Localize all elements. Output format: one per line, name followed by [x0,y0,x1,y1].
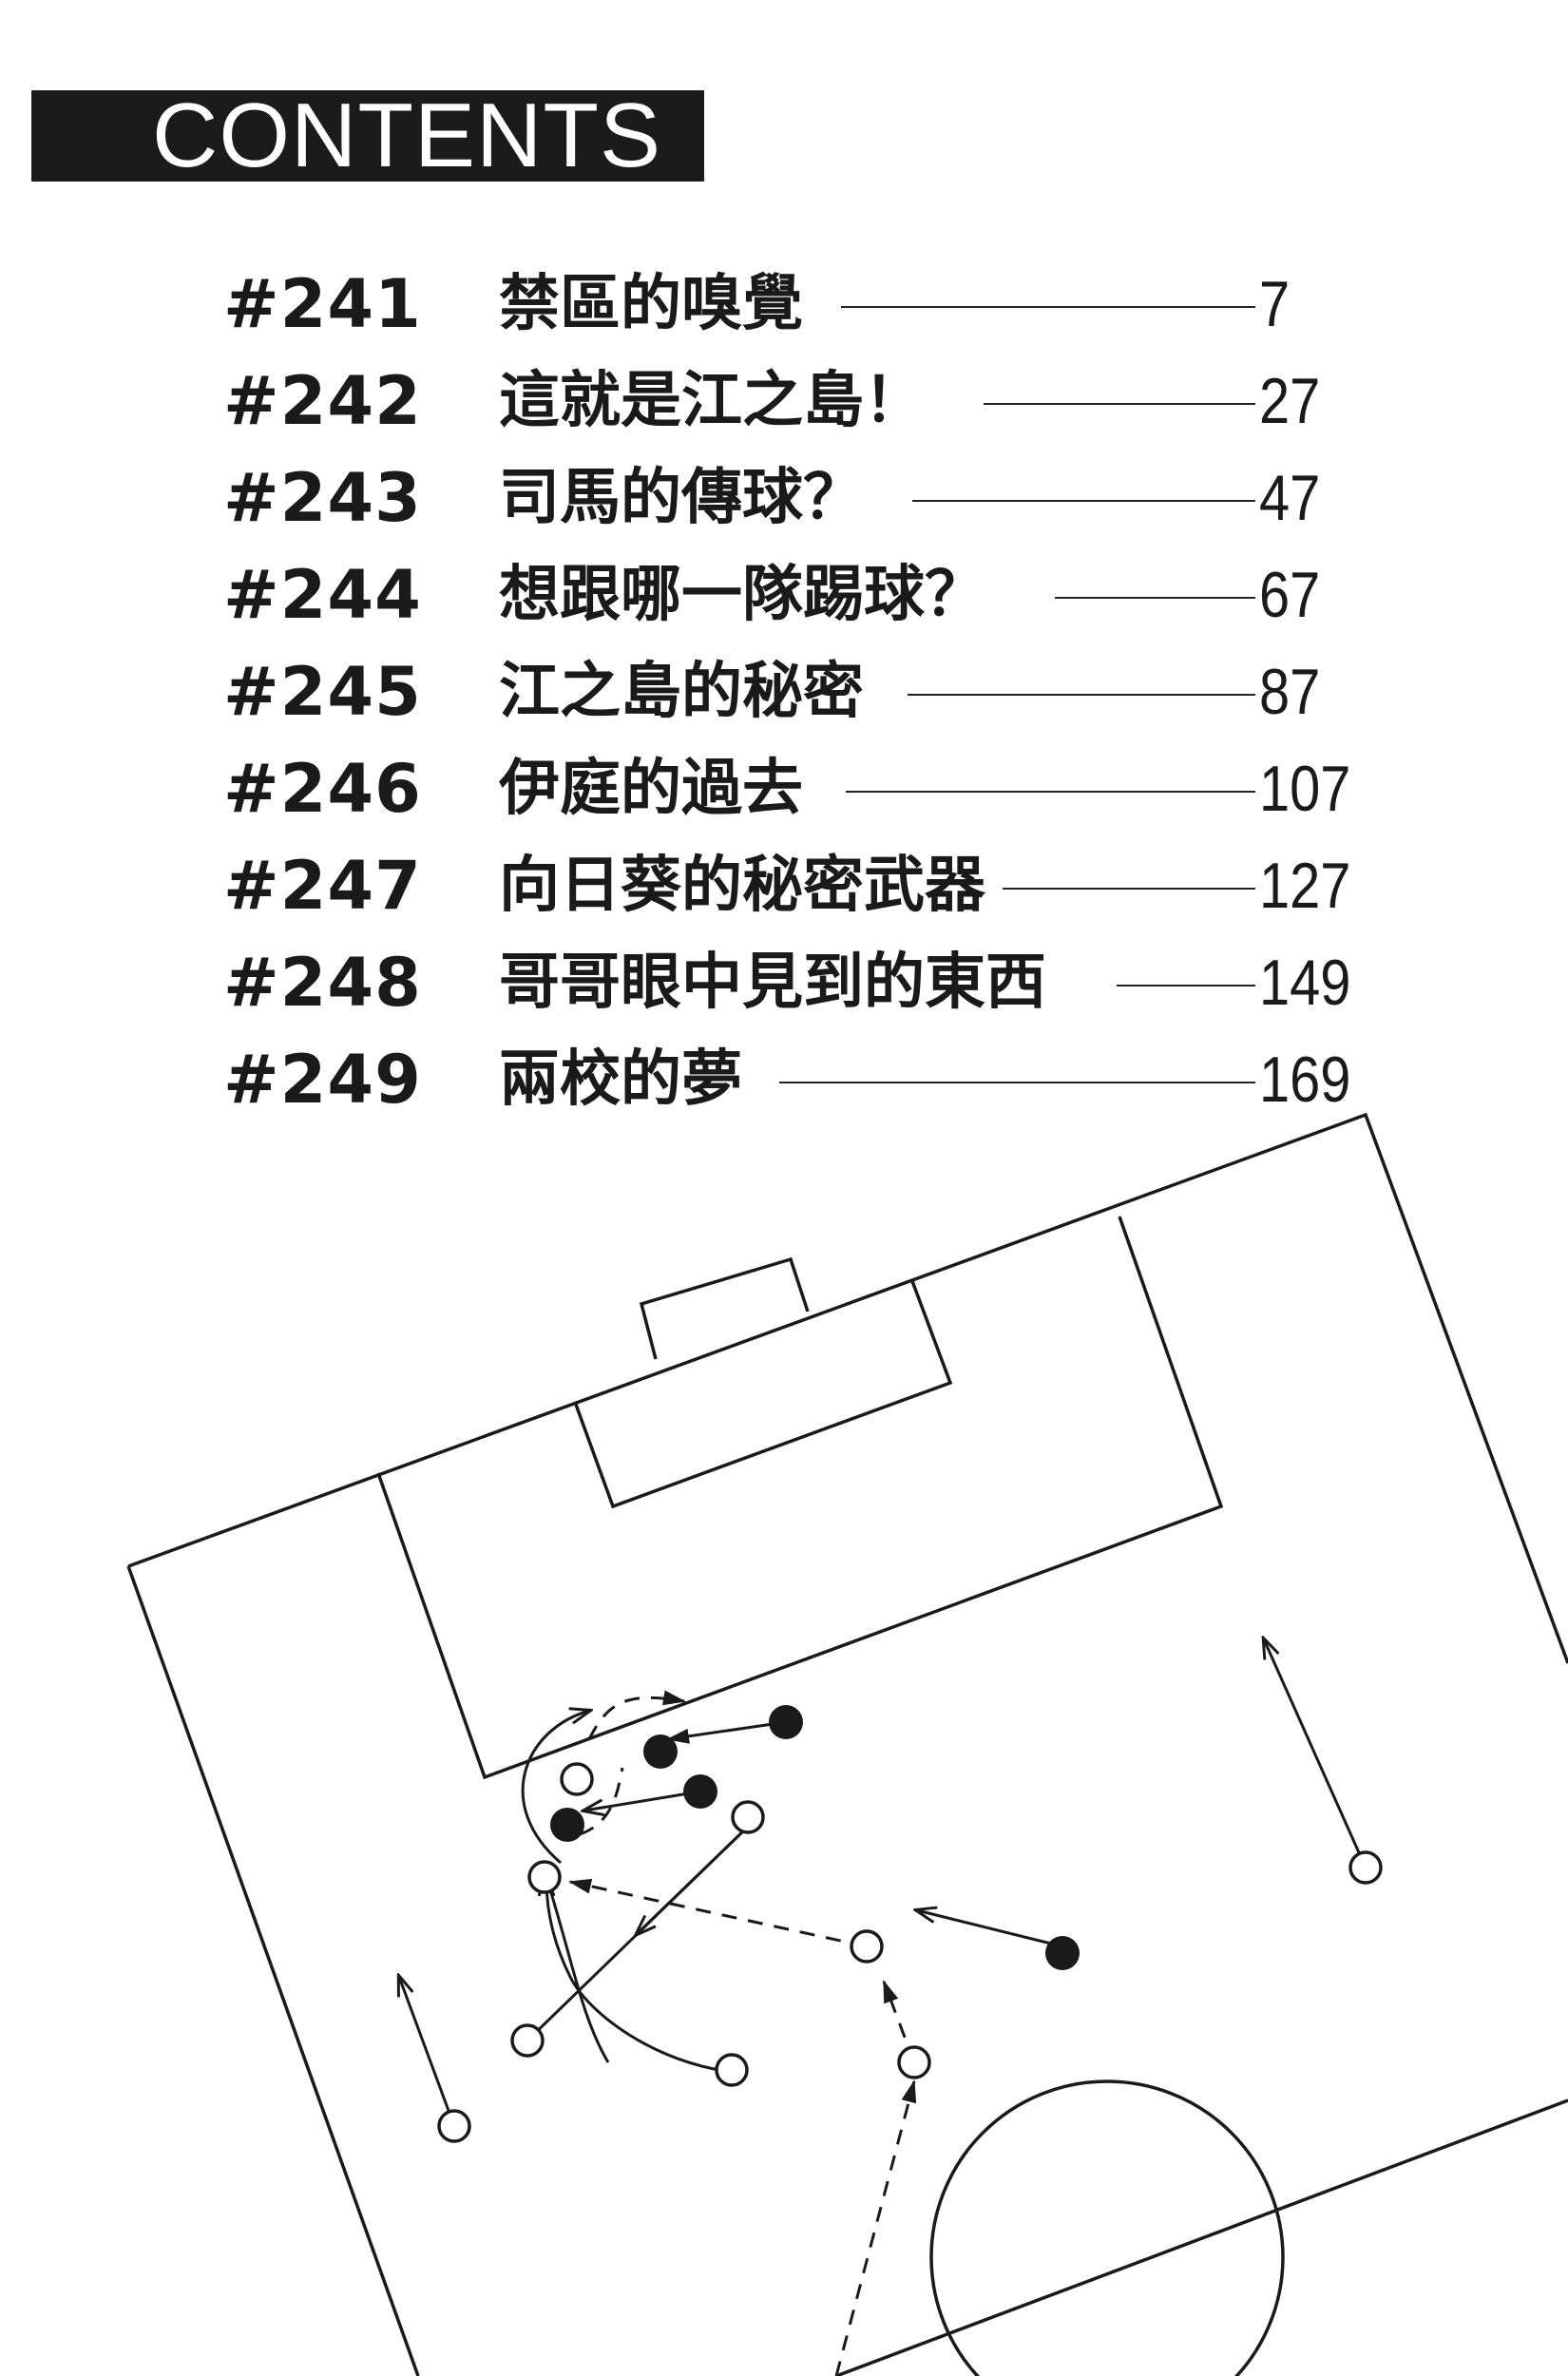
run-line [917,1910,1063,1948]
page-number: 47 [1259,462,1321,534]
page-number: 27 [1259,365,1321,437]
toc-row[interactable]: #242 這就是江之島！ 27 [223,358,1383,444]
page-number: 149 [1259,947,1351,1019]
player-filled [643,1734,678,1769]
run-line [584,1790,701,1811]
chapter-title: 兩校的夢 [499,1044,742,1115]
player-filled [769,1705,803,1739]
toc-row[interactable]: #243 司馬的傳球？ 47 [223,455,1383,541]
leader-line [846,791,1255,793]
penalty-box [376,1216,1224,1780]
player-filled [683,1774,717,1809]
chapter-number: #245 [223,653,422,731]
field-boundary [127,1112,1568,1664]
toc-row[interactable]: #247 向日葵的秘密武器 127 [223,843,1383,929]
chapter-number: #248 [223,944,422,1022]
toc-row[interactable]: #246 伊庭的過去 107 [223,746,1383,832]
page-number: 107 [1259,753,1351,825]
player-open [715,2053,749,2087]
player-open [1348,1850,1383,1885]
center-circle [929,2079,1285,2376]
toc-row[interactable]: #244 想跟哪一隊踢球？ 67 [223,552,1383,638]
chapter-title: 哥哥眼中見到的東西 [499,948,1046,1018]
toc-row[interactable]: #249 兩校的夢 169 [223,1037,1383,1122]
field-left-sideline [126,1565,420,2376]
contents-header-bar [31,90,704,182]
page-number: 87 [1259,656,1321,728]
leader-line [779,1082,1255,1083]
page-number: 67 [1259,559,1321,631]
goal [639,1256,810,1360]
run-line [399,1977,456,2127]
player-filled [550,1808,584,1842]
chapter-number: #246 [223,750,422,828]
page-number: 127 [1259,850,1351,922]
run-line [1264,1639,1367,1868]
player-filled [1045,1936,1080,1970]
chapter-title: 想跟哪一隊踢球？ [499,560,985,630]
run-line [666,1720,787,1744]
chapter-number: #242 [223,362,422,440]
player-open [510,2023,545,2058]
curved-run [540,1862,610,2063]
toc-row[interactable]: #241 禁區的嗅覺 7 [223,261,1383,347]
page-number: 169 [1259,1044,1351,1116]
toc-row[interactable]: #248 哥哥眼中見到的東西 149 [223,940,1383,1025]
halfway-line [835,2098,1568,2376]
chapter-title: 江之島的秘密 [499,657,864,727]
chapter-title: 這就是江之島！ [499,366,925,436]
chapter-number: #247 [223,847,422,925]
leader-line [1117,985,1255,987]
player-open [850,1929,884,1964]
player-open [527,1860,562,1894]
leader-line [1055,597,1255,599]
chapter-number: #241 [223,265,422,343]
chapter-title: 司馬的傳球？ [499,463,864,533]
player-open [560,1762,594,1796]
leader-line [841,306,1255,308]
contents-title: CONTENTS [152,85,661,186]
leader-line [908,694,1255,696]
player-open [437,2109,471,2143]
goal-area [573,1280,953,1509]
player-open [897,2045,931,2079]
leader-line [984,403,1255,405]
chapter-number: #243 [223,459,422,537]
chapter-number: #249 [223,1041,422,1119]
run-line [637,1825,750,1934]
toc-row[interactable]: #245 江之島的秘密 87 [223,649,1383,735]
curved-run [546,1877,733,2074]
leader-line [1003,888,1255,890]
chapter-number: #244 [223,556,422,634]
dashed-pass [834,2079,917,2376]
player-open [731,1800,765,1834]
chapter-title: 伊庭的過去 [499,754,803,824]
dashed-pass [568,1878,868,1948]
chapter-title: 向日葵的秘密武器 [499,851,985,921]
leader-line [912,500,1255,502]
dashed-pass [587,1690,686,1740]
chapter-title: 禁區的嗅覺 [499,269,803,339]
page-number: 7 [1259,268,1291,340]
dashed-pass [579,1767,624,1836]
curved-run [521,1711,589,1865]
